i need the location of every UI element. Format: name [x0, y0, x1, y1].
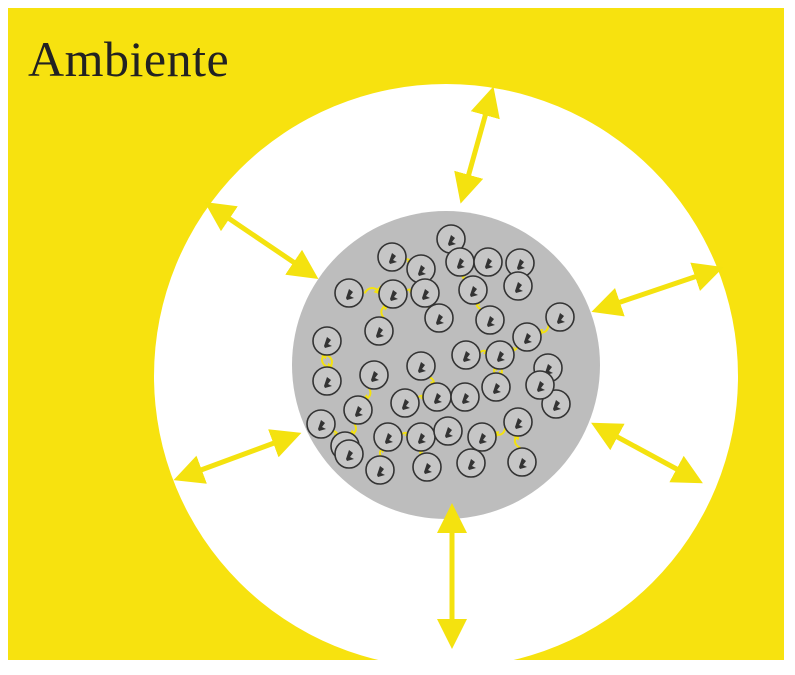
exchange-double-arrow-icon — [591, 262, 724, 317]
particle — [541, 389, 571, 419]
particle — [507, 447, 537, 477]
particle — [525, 370, 555, 400]
particle-symbol-icon — [470, 286, 478, 297]
particle — [343, 395, 373, 425]
particle-symbol-icon — [371, 371, 379, 382]
particle-symbol-icon — [422, 289, 430, 300]
particle — [456, 448, 486, 478]
particle — [512, 322, 542, 352]
particle-symbol-icon — [389, 253, 397, 264]
particle-symbol-icon — [418, 265, 426, 276]
particle-symbol-icon — [385, 433, 393, 444]
particle — [422, 382, 452, 412]
particle-symbol-icon — [517, 259, 525, 270]
particle — [412, 452, 442, 482]
particle — [485, 340, 515, 370]
particle-symbol-icon — [346, 289, 354, 300]
particle-symbol-icon — [468, 459, 476, 470]
exchange-double-arrow-icon — [591, 422, 703, 484]
particle — [334, 278, 364, 308]
particle-symbol-icon — [524, 333, 532, 344]
particle — [378, 279, 408, 309]
particle — [410, 278, 440, 308]
particle — [312, 366, 342, 396]
particle-symbol-icon — [462, 393, 470, 404]
particle-symbol-icon — [376, 327, 384, 338]
particle-symbol-icon — [445, 427, 453, 438]
particle-symbol-icon — [434, 393, 442, 404]
particle — [458, 275, 488, 305]
particle-symbol-icon — [436, 314, 444, 325]
exchange-double-arrow-icon — [204, 201, 319, 280]
exchange-double-arrow-icon — [173, 429, 302, 484]
particle — [373, 422, 403, 452]
particle — [306, 409, 336, 439]
particle-symbol-icon — [324, 337, 332, 348]
particle-symbol-icon — [418, 433, 426, 444]
particle — [503, 407, 533, 437]
particle-symbol-icon — [515, 282, 523, 293]
particle — [377, 242, 407, 272]
particle-symbol-icon — [463, 351, 471, 362]
exchange-arrows — [173, 86, 724, 649]
particle-symbol-icon — [485, 258, 493, 269]
particle-symbol-icon — [424, 463, 432, 474]
particle-symbol-icon — [318, 420, 326, 431]
particle-symbol-icon — [537, 381, 545, 392]
particle-symbol-icon — [497, 351, 505, 362]
particle — [424, 303, 454, 333]
particle — [450, 382, 480, 412]
particle — [364, 316, 394, 346]
particle — [406, 351, 436, 381]
particle-symbol-icon — [515, 418, 523, 429]
particle — [359, 360, 389, 390]
particle-symbol-icon — [346, 450, 354, 461]
particle-symbol-icon — [418, 362, 426, 373]
particle — [390, 388, 420, 418]
particle-symbol-icon — [390, 290, 398, 301]
particle — [365, 455, 395, 485]
particle-symbol-icon — [457, 258, 465, 269]
particle-symbol-icon — [493, 383, 501, 394]
particle — [312, 326, 342, 356]
particle — [505, 248, 535, 278]
exchange-double-arrow-icon — [454, 86, 500, 204]
particle-group — [306, 224, 575, 485]
particle-symbol-icon — [479, 433, 487, 444]
particle — [503, 271, 533, 301]
particle — [451, 340, 481, 370]
particle-symbol-icon — [355, 406, 363, 417]
particle-symbol-icon — [553, 400, 561, 411]
particle-symbol-icon — [557, 313, 565, 324]
particle-symbol-icon — [402, 399, 410, 410]
particle — [545, 302, 575, 332]
particle — [475, 305, 505, 335]
particle-symbol-icon — [324, 377, 332, 388]
particle-symbol-icon — [377, 466, 385, 477]
particle — [334, 439, 364, 469]
particle — [473, 247, 503, 277]
particle-symbol-icon — [519, 458, 527, 469]
particle — [481, 372, 511, 402]
particle — [445, 247, 475, 277]
particle — [467, 422, 497, 452]
environment-label: Ambiente — [28, 31, 230, 87]
particle-symbol-icon — [487, 316, 495, 327]
particle-symbol-icon — [448, 235, 456, 246]
particle — [433, 416, 463, 446]
particle — [406, 422, 436, 452]
